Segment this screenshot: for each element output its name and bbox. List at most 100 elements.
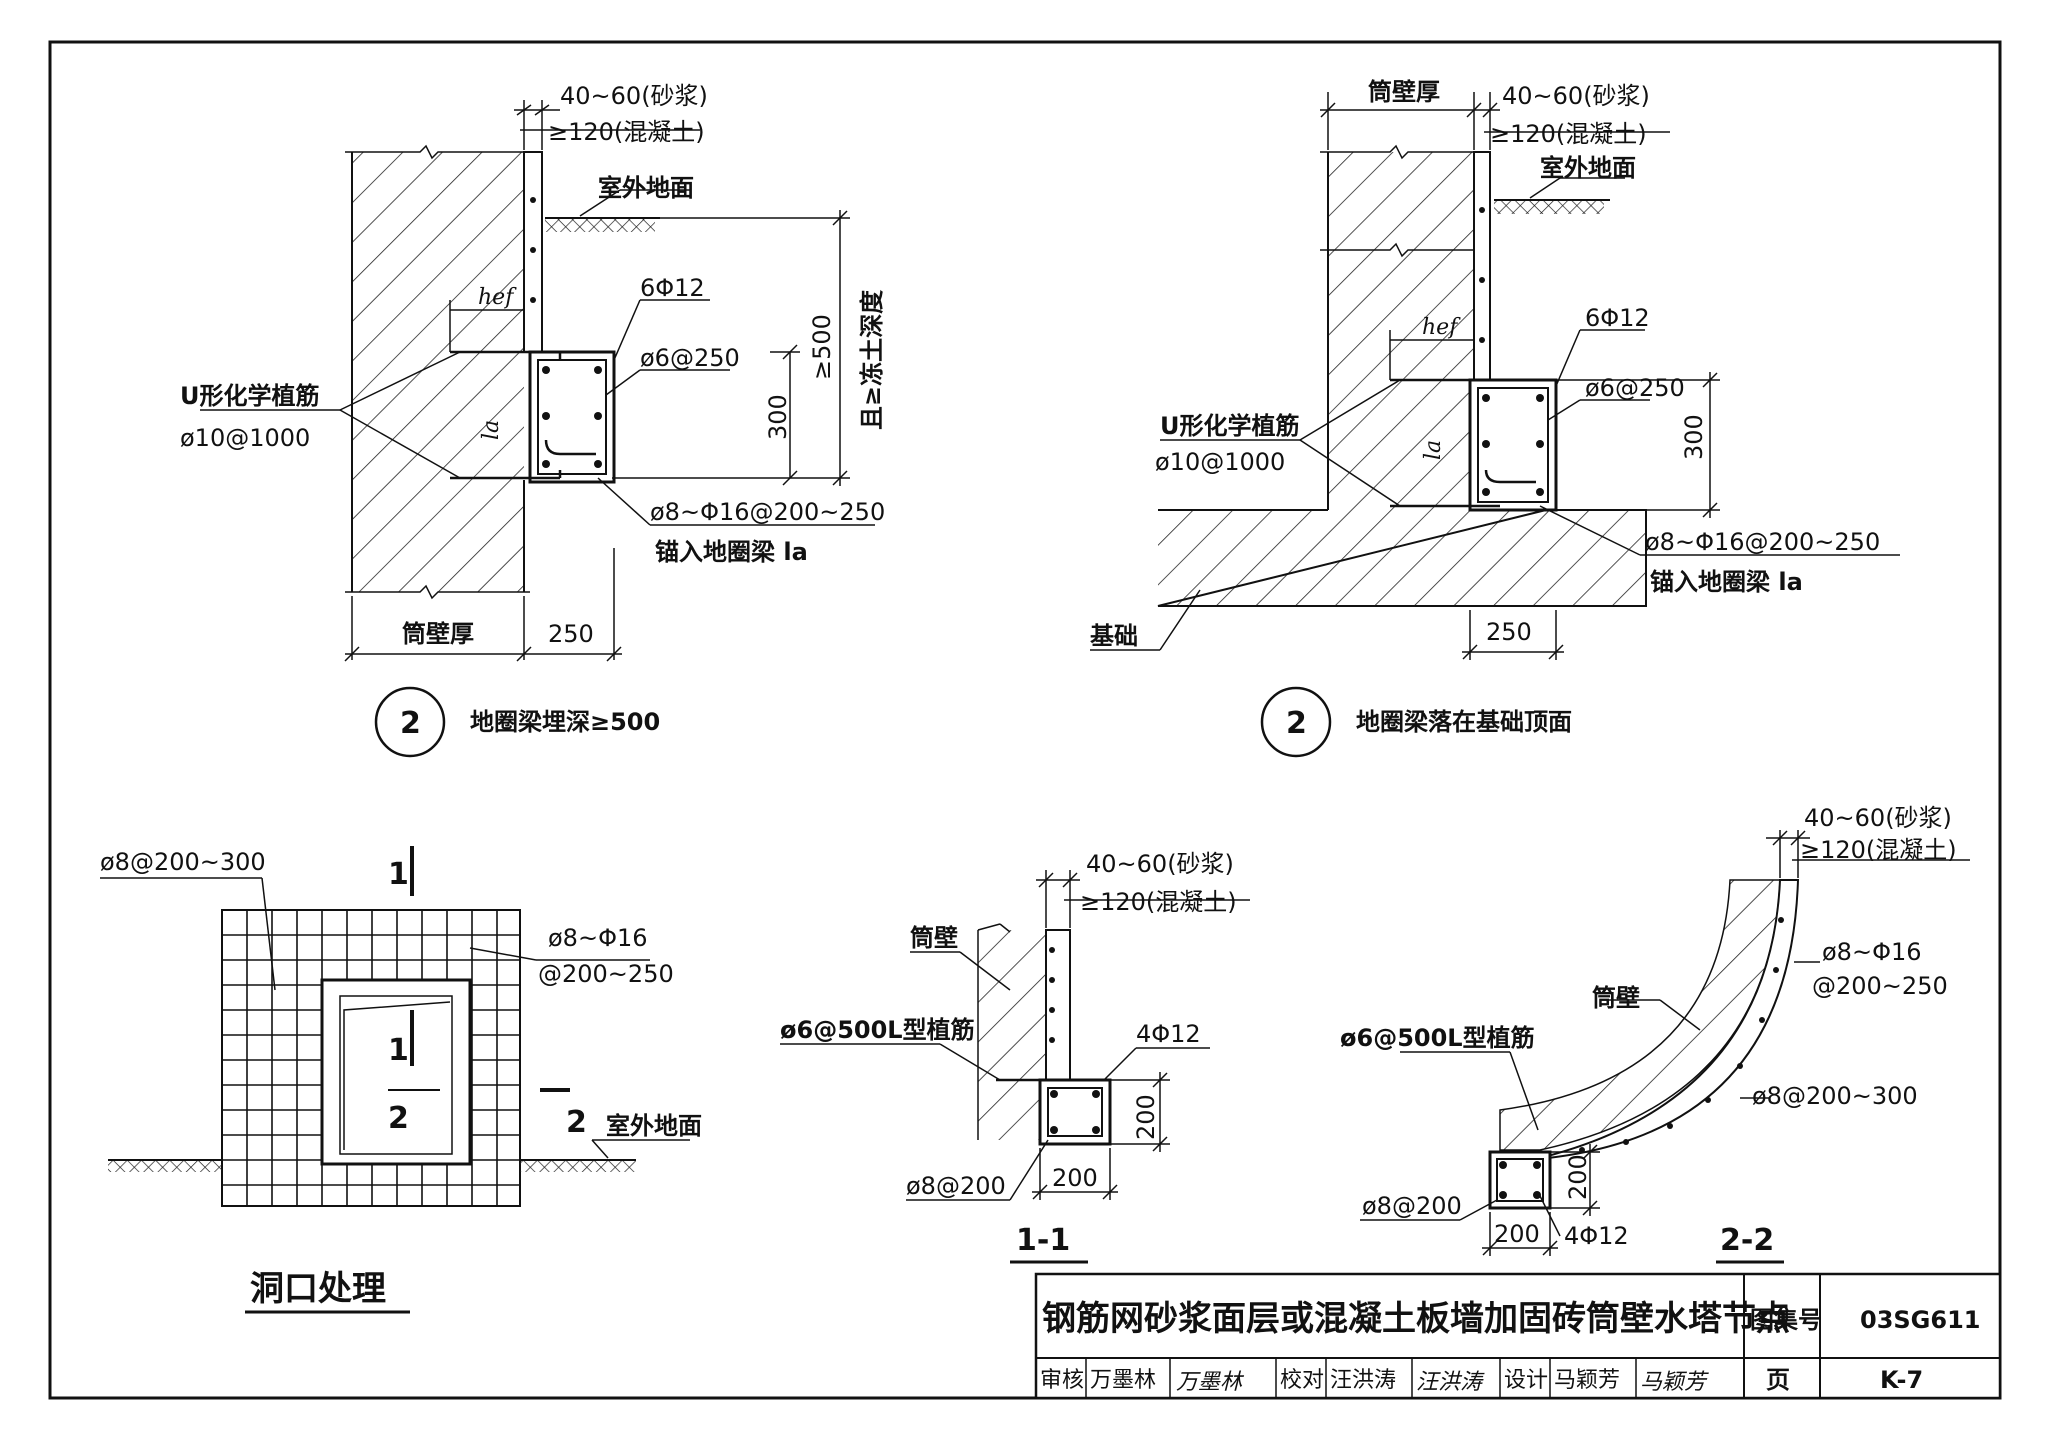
mesh-b-label: ø8@200~300 [1752, 1082, 1918, 1110]
checker-signature: 汪洪涛 [1416, 1370, 1485, 1395]
anchor-label: ø6@500L型植筋 [780, 1016, 975, 1044]
designer-signature: 马颖芳 [1640, 1370, 1709, 1395]
dim-v: 200 [1564, 1154, 1592, 1200]
mesh-label: ø8~Φ16@200~250 [1645, 528, 1880, 556]
ground-right [520, 1160, 636, 1172]
ground-hatch [1494, 200, 1604, 214]
stirrup-label: ø6@250 [1585, 374, 1685, 402]
mesh-label: ø8~Φ16@200~250 [650, 498, 885, 526]
section-caption: 1-1 [1016, 1223, 1070, 1258]
review-label: 审核 [1040, 1368, 1084, 1393]
detail-b: 筒壁厚 40~60(砂浆) ≥120(混凝土) 室外地面 hef 6Φ12 ø6… [1090, 78, 1900, 758]
detail-mark: 2 [1286, 706, 1307, 741]
mortar-label: 40~60(砂浆) [1502, 82, 1650, 110]
ground-label: 室外地面 [598, 174, 694, 202]
hef-label: hef [478, 285, 517, 310]
la-label: la [1421, 440, 1446, 460]
page-number: K-7 [1880, 1366, 1923, 1394]
detail-caption: 地圈梁落在基础顶面 [1356, 708, 1572, 736]
anchor-title: U形化学植筋 [180, 382, 320, 410]
concrete-label: ≥120(混凝土) [1800, 836, 1957, 864]
stirrup-label: ø8@200 [1362, 1192, 1462, 1220]
anchor-spec: ø10@1000 [180, 424, 310, 452]
frost-label: 且≥冻土深度 [858, 289, 886, 430]
dim-h: 200 [1052, 1164, 1098, 1192]
dim-250: 250 [548, 620, 594, 648]
anchor-label: ø6@500L型植筋 [1340, 1024, 1535, 1052]
section-1-1: 40~60(砂浆) ≥120(混凝土) 筒壁 ø6@500L型植筋 4Φ12 ø… [780, 850, 1250, 1264]
ground-left [108, 1160, 222, 1172]
render-layer [1473, 151, 1491, 381]
rebar-label: 4Φ12 [1564, 1222, 1629, 1250]
rebar-long-label: 6Φ12 [1585, 304, 1650, 332]
atlas-label: 图集号 [1750, 1306, 1822, 1334]
wall-hatch [352, 152, 524, 592]
detail-mark: 2 [400, 706, 421, 741]
title-block: 钢筋网砂浆面层或混凝土板墙加固砖筒壁水塔节点 图集号 03SG611 页 K-7… [1034, 1272, 2002, 1400]
ground-label: 室外地面 [1540, 154, 1636, 182]
concrete-label: ≥120(混凝土) [1490, 120, 1647, 148]
concrete-label: ≥120(混凝土) [548, 118, 705, 146]
anchor-spec: ø10@1000 [1155, 448, 1285, 476]
wall-hatch [1328, 152, 1474, 510]
foundation-label: 基础 [1090, 622, 1138, 650]
beam [1488, 1150, 1552, 1210]
rebar-b-line1: ø8~Φ16 [548, 924, 648, 952]
detail-caption: 地圈梁埋深≥500 [470, 708, 660, 736]
foundation-hatch [1158, 510, 1646, 606]
dim-500: ≥500 [808, 314, 836, 380]
hef-label: hef [1422, 315, 1461, 340]
opening-caption: 洞口处理 [250, 1269, 386, 1309]
la-label: la [479, 420, 504, 440]
stirrup-label: ø8@200 [906, 1172, 1006, 1200]
detail-a: 40~60(砂浆) ≥120(混凝土) 室外地面 hef 6Φ12 ø6@250… [180, 82, 886, 758]
wall-thk-label: 筒壁厚 [402, 620, 474, 648]
dim-h: 200 [1494, 1220, 1540, 1248]
wall-hatch [1499, 879, 1781, 1151]
section-2-2: 40~60(砂浆) ≥120(混凝土) ø8~Φ16 @200~250 筒壁 ø… [1340, 804, 1970, 1264]
rebar-label: 4Φ12 [1136, 1020, 1201, 1048]
anchor-note: 锚入地圈梁 la [655, 538, 808, 566]
rebar-long-label: 6Φ12 [640, 274, 705, 302]
mesh-line1: ø8~Φ16 [1822, 938, 1922, 966]
detail-mark-circle [374, 686, 446, 758]
section-caption: 2-2 [1720, 1223, 1774, 1258]
cut-mark-inner-1: 1 [388, 1033, 409, 1068]
anchor-title: U形化学植筋 [1160, 412, 1300, 440]
reviewer-name: 万墨林 [1090, 1368, 1156, 1393]
wall-label: 筒壁 [910, 924, 958, 952]
beam [1038, 1078, 1112, 1146]
design-label: 设计 [1504, 1368, 1548, 1393]
page-label: 页 [1766, 1366, 1790, 1394]
mortar-label: 40~60(砂浆) [1804, 804, 1952, 832]
dim-300: 300 [1680, 414, 1708, 460]
sheet-title: 钢筋网砂浆面层或混凝土板墙加固砖筒壁水塔节点 [1042, 1299, 1790, 1339]
stirrup-label: ø6@250 [640, 344, 740, 372]
detail-mark-circle [1260, 686, 1332, 758]
mesh-line2: @200~250 [1812, 972, 1948, 1000]
atlas-number: 03SG611 [1860, 1306, 1980, 1334]
rebar-b-line2: @200~250 [538, 960, 674, 988]
sheet-border [48, 40, 2002, 1400]
ground-hatch [545, 218, 655, 232]
wall-thk-label: 筒壁厚 [1368, 78, 1440, 106]
cut-mark-top: 1 [388, 857, 409, 892]
cut-mark-inner-2: 2 [388, 1101, 409, 1136]
reviewer-signature: 万墨林 [1176, 1370, 1245, 1395]
concrete-label: ≥120(混凝土) [1080, 888, 1237, 916]
dim-250: 250 [1486, 618, 1532, 646]
ground-label: 室外地面 [606, 1112, 702, 1140]
mortar-label: 40~60(砂浆) [1086, 850, 1234, 878]
designer-name: 马颖芳 [1554, 1368, 1620, 1393]
opening-detail: ø8@200~300 ø8~Φ16 @200~250 1 1 2 2 室外地面 … [100, 846, 702, 1314]
wall-hatch [978, 930, 1046, 1140]
checker-name: 汪洪涛 [1330, 1368, 1396, 1393]
dim-300: 300 [764, 394, 792, 440]
wall-label: 筒壁 [1592, 984, 1640, 1012]
dim-v: 200 [1132, 1094, 1160, 1140]
cut-mark-right: 2 [566, 1105, 587, 1140]
check-label: 校对 [1280, 1368, 1324, 1393]
mortar-label: 40~60(砂浆) [560, 82, 708, 110]
anchor-note: 锚入地圈梁 la [1650, 568, 1803, 596]
